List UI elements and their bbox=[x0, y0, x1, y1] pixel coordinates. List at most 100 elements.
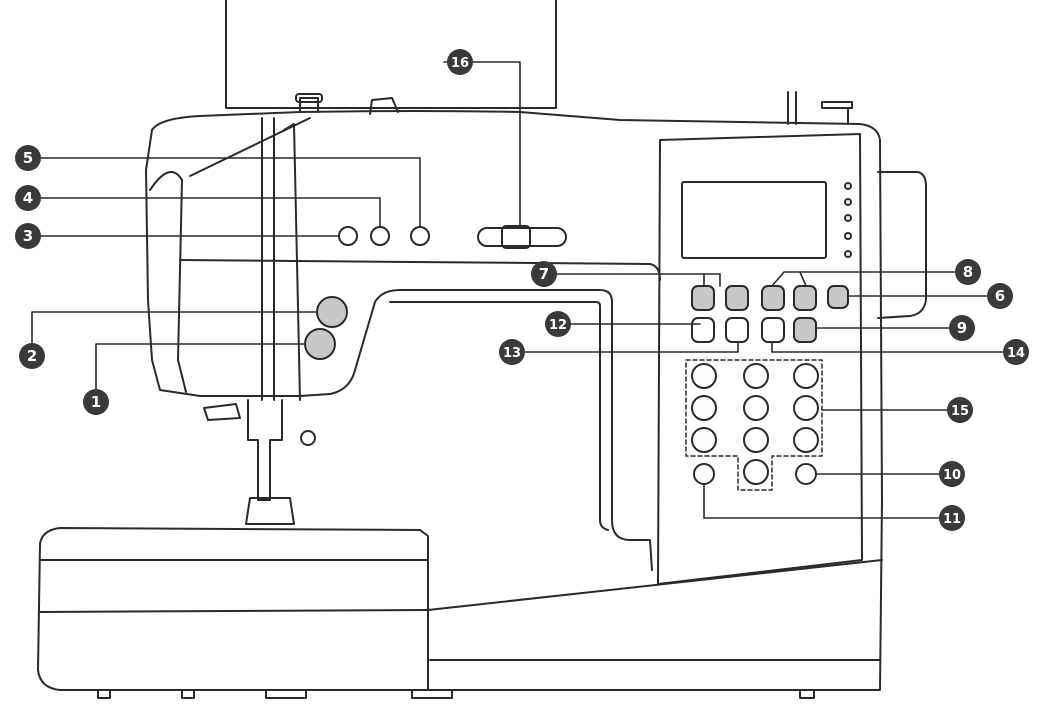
callout-circle bbox=[19, 343, 45, 369]
head-face-line bbox=[177, 179, 187, 393]
number-key bbox=[743, 427, 769, 453]
callout-circle bbox=[447, 49, 473, 75]
spool-holder bbox=[295, 93, 323, 103]
start-stop-button bbox=[316, 296, 348, 328]
led-indicator bbox=[844, 250, 852, 258]
panel-key bbox=[725, 317, 749, 343]
callout-circle bbox=[947, 397, 973, 423]
number-key bbox=[793, 395, 819, 421]
spool-pin bbox=[299, 97, 319, 113]
callout-marker-14: 14 bbox=[1003, 339, 1029, 365]
callout-circle bbox=[545, 311, 571, 337]
callout-label: 4 bbox=[23, 189, 33, 207]
bobbin-winder-pin bbox=[787, 91, 797, 125]
callout-circle bbox=[15, 185, 41, 211]
callout-circle bbox=[15, 223, 41, 249]
machine-foot bbox=[97, 689, 111, 699]
panel-key bbox=[691, 317, 715, 343]
thread-path bbox=[189, 117, 311, 401]
number-pad-frame bbox=[685, 359, 823, 491]
auto-lock-button bbox=[370, 226, 390, 246]
callout-label: 2 bbox=[27, 347, 37, 365]
head-inner-line bbox=[179, 259, 661, 281]
free-arm bbox=[37, 527, 429, 691]
memory-key bbox=[693, 463, 715, 485]
callout-marker-4: 4 bbox=[15, 185, 41, 211]
machine-foot bbox=[411, 689, 453, 699]
needle-up-down-button bbox=[338, 226, 358, 246]
callout-marker-2: 2 bbox=[19, 343, 45, 369]
callout-marker-8: 8 bbox=[955, 259, 981, 285]
callout-circle bbox=[949, 315, 975, 341]
panel-key bbox=[793, 285, 817, 311]
thread-guide bbox=[369, 97, 399, 115]
spool-cover-outline bbox=[225, 0, 557, 109]
panel-key bbox=[725, 285, 749, 311]
control-panel-outline bbox=[657, 133, 863, 585]
callout-label: 16 bbox=[451, 56, 469, 71]
callout-label: 10 bbox=[943, 468, 961, 483]
reverse-stitch-button bbox=[410, 226, 430, 246]
panel-key bbox=[761, 285, 785, 311]
callout-circle bbox=[939, 461, 965, 487]
lcd-screen bbox=[681, 181, 827, 259]
free-arm-bottom-line bbox=[39, 609, 429, 613]
needle-bar bbox=[261, 117, 275, 401]
number-key bbox=[743, 459, 769, 485]
leader-lines bbox=[31, 61, 1005, 519]
callout-marker-1: 1 bbox=[83, 389, 109, 415]
number-key bbox=[691, 395, 717, 421]
base-outline bbox=[427, 499, 883, 691]
number-key bbox=[691, 363, 717, 389]
callout-label: 15 bbox=[951, 404, 969, 419]
callout-marker-15: 15 bbox=[947, 397, 973, 423]
machine-foot bbox=[265, 689, 307, 699]
presser-foot-lever bbox=[203, 403, 241, 421]
reverse-button bbox=[304, 328, 336, 360]
number-key bbox=[743, 395, 769, 421]
speed-slider-track bbox=[477, 227, 567, 247]
callout-marker-6: 6 bbox=[987, 283, 1013, 309]
callout-circle bbox=[987, 283, 1013, 309]
arm-opening bbox=[329, 289, 653, 571]
machine-head-outline bbox=[145, 129, 331, 397]
number-key bbox=[743, 363, 769, 389]
callout-marker-9: 9 bbox=[949, 315, 975, 341]
callout-label: 12 bbox=[549, 318, 567, 333]
panel-key bbox=[691, 285, 715, 311]
panel-key bbox=[827, 285, 849, 309]
presser-foot-assembly bbox=[247, 399, 283, 501]
number-pad bbox=[691, 363, 819, 485]
callout-circle bbox=[83, 389, 109, 415]
callout-label: 3 bbox=[23, 227, 33, 245]
callout-label: 6 bbox=[995, 287, 1005, 305]
callout-label: 1 bbox=[91, 393, 101, 411]
callout-marker-13: 13 bbox=[499, 339, 525, 365]
callout-label: 14 bbox=[1007, 346, 1025, 361]
callout-marker-12: 12 bbox=[545, 311, 571, 337]
bobbin-winder bbox=[821, 101, 853, 125]
led-indicator bbox=[844, 232, 852, 240]
callout-circle bbox=[1003, 339, 1029, 365]
callout-circle bbox=[531, 261, 557, 287]
callout-label: 13 bbox=[503, 346, 521, 361]
callout-marker-7: 7 bbox=[531, 261, 557, 287]
needle-clamp-screw bbox=[300, 430, 316, 446]
machine-foot bbox=[181, 689, 195, 699]
callout-marker-16: 16 bbox=[447, 49, 473, 75]
callout-circle bbox=[15, 145, 41, 171]
panel-key bbox=[793, 317, 817, 343]
led-indicator bbox=[844, 182, 852, 190]
handwheel bbox=[877, 171, 927, 319]
number-key bbox=[793, 427, 819, 453]
callout-circle bbox=[939, 505, 965, 531]
callout-label: 11 bbox=[943, 512, 961, 527]
callout-label: 5 bbox=[23, 149, 33, 167]
callout-label: 8 bbox=[963, 263, 973, 281]
arm-opening-inner bbox=[389, 301, 609, 531]
panel-key bbox=[761, 317, 785, 343]
callout-label: 7 bbox=[539, 265, 549, 283]
